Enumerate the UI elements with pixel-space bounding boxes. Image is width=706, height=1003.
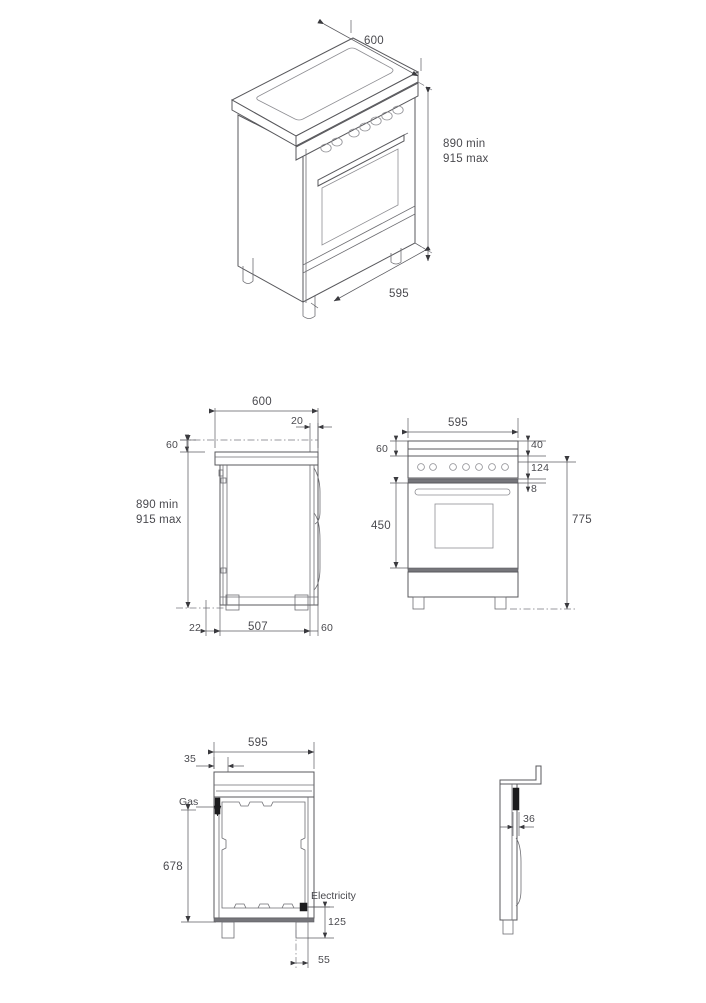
front-lower-divider — [407, 567, 519, 573]
rear-upper-panel — [213, 771, 315, 798]
side-dim-890-label: 890 min — [136, 499, 178, 511]
side-dim-507-label: 507 — [248, 621, 268, 633]
front-trim-band — [407, 448, 519, 457]
front-top-edge — [407, 440, 519, 450]
iso-dimline-595 — [333, 245, 431, 302]
side-dim-22-label: 22 — [189, 622, 201, 634]
rear-base-bar — [213, 917, 315, 923]
view-isometric: 600 890 min 915 max 595 — [230, 18, 489, 319]
front-leg-left — [412, 596, 425, 610]
side-body — [219, 464, 319, 606]
iso-knob-group — [320, 105, 404, 153]
side-cooktop-slab — [214, 451, 319, 466]
view-rear: 595 35 Gas 678 Electricity 125 55 — [163, 737, 357, 968]
side-dim-600-label: 600 — [252, 396, 272, 408]
iso-handle-brackets — [317, 132, 409, 181]
front-plinth — [407, 571, 519, 598]
rear-side-rails — [218, 797, 309, 918]
rear-body — [213, 796, 315, 919]
detail-leg — [502, 919, 514, 935]
front-dim-40-label: 40 — [531, 439, 543, 451]
iso-oven-window — [321, 148, 399, 246]
front-dim-60-label: 60 — [376, 443, 388, 455]
iso-dimline-600 — [317, 18, 419, 77]
electricity-connection-block — [299, 902, 308, 912]
front-oven-handle — [414, 488, 511, 496]
front-dim-124-label: 124 — [531, 462, 549, 474]
detail-service-block — [512, 787, 520, 811]
rear-inner-panel — [221, 801, 306, 909]
view-side-section: 600 20 60 890 min 915 max 22 507 60 — [136, 396, 333, 636]
electricity-label: Electricity — [311, 890, 357, 902]
rear-leg-right — [295, 921, 309, 939]
rear-leg-left — [221, 921, 235, 939]
rear-dim-55-label: 55 — [318, 954, 330, 966]
side-dim-20-label: 20 — [291, 415, 303, 427]
side-leg-rear — [225, 594, 240, 611]
iso-plinth-line-2 — [302, 213, 416, 274]
detail-door-profile — [515, 837, 522, 907]
side-dim-60b-label: 60 — [321, 622, 333, 634]
front-leg-right — [494, 596, 507, 610]
side-rear-fitting-top2 — [220, 477, 227, 484]
iso-dim-890-label: 890 min — [443, 138, 485, 150]
side-rear-fitting-bottom — [220, 567, 227, 574]
rear-dim-125-label: 125 — [328, 916, 346, 928]
front-control-panel — [407, 455, 519, 479]
rear-dim-35-label: 35 — [184, 753, 196, 765]
iso-ext-595-a — [414, 242, 426, 250]
side-handle-profile — [313, 467, 321, 525]
side-leg-front — [294, 594, 309, 611]
front-panel-divider — [407, 478, 519, 484]
gas-label: Gas — [179, 796, 198, 808]
front-dim-595-label: 595 — [448, 417, 468, 429]
front-dim-450-label: 450 — [371, 520, 391, 532]
iso-leg-rear-left — [242, 258, 254, 284]
side-dim-915-label: 915 max — [136, 514, 182, 526]
rear-dim-595-label: 595 — [248, 737, 268, 749]
view-side-detail: 36 — [499, 765, 542, 935]
front-dim-775-label: 775 — [572, 514, 592, 526]
side-rear-fitting-top — [218, 469, 224, 477]
front-oven-door — [407, 482, 519, 570]
iso-dim-600-label: 600 — [364, 35, 384, 47]
gas-connection-arrow — [213, 805, 222, 817]
iso-ext-height-top — [417, 81, 433, 91]
front-knob-group — [417, 463, 509, 471]
detail-dim-36-label: 36 — [523, 813, 535, 825]
side-door-curve — [313, 512, 321, 591]
detail-top-bracket — [499, 765, 542, 785]
front-dim-8-label: 8 — [531, 483, 537, 495]
rear-dim-678-label: 678 — [163, 861, 183, 873]
iso-dim-915-label: 915 max — [443, 153, 489, 165]
view-front: 595 60 40 124 8 450 775 — [371, 417, 592, 610]
iso-leg-front-left — [302, 296, 316, 319]
iso-dim-595-label: 595 — [389, 288, 409, 300]
front-oven-window — [434, 503, 494, 549]
rear-lower-notches — [233, 903, 295, 909]
iso-control-fascia — [295, 82, 419, 161]
side-dim-60-label: 60 — [166, 439, 178, 451]
iso-ext-595-b — [310, 302, 319, 309]
iso-plinth-line — [302, 205, 416, 266]
